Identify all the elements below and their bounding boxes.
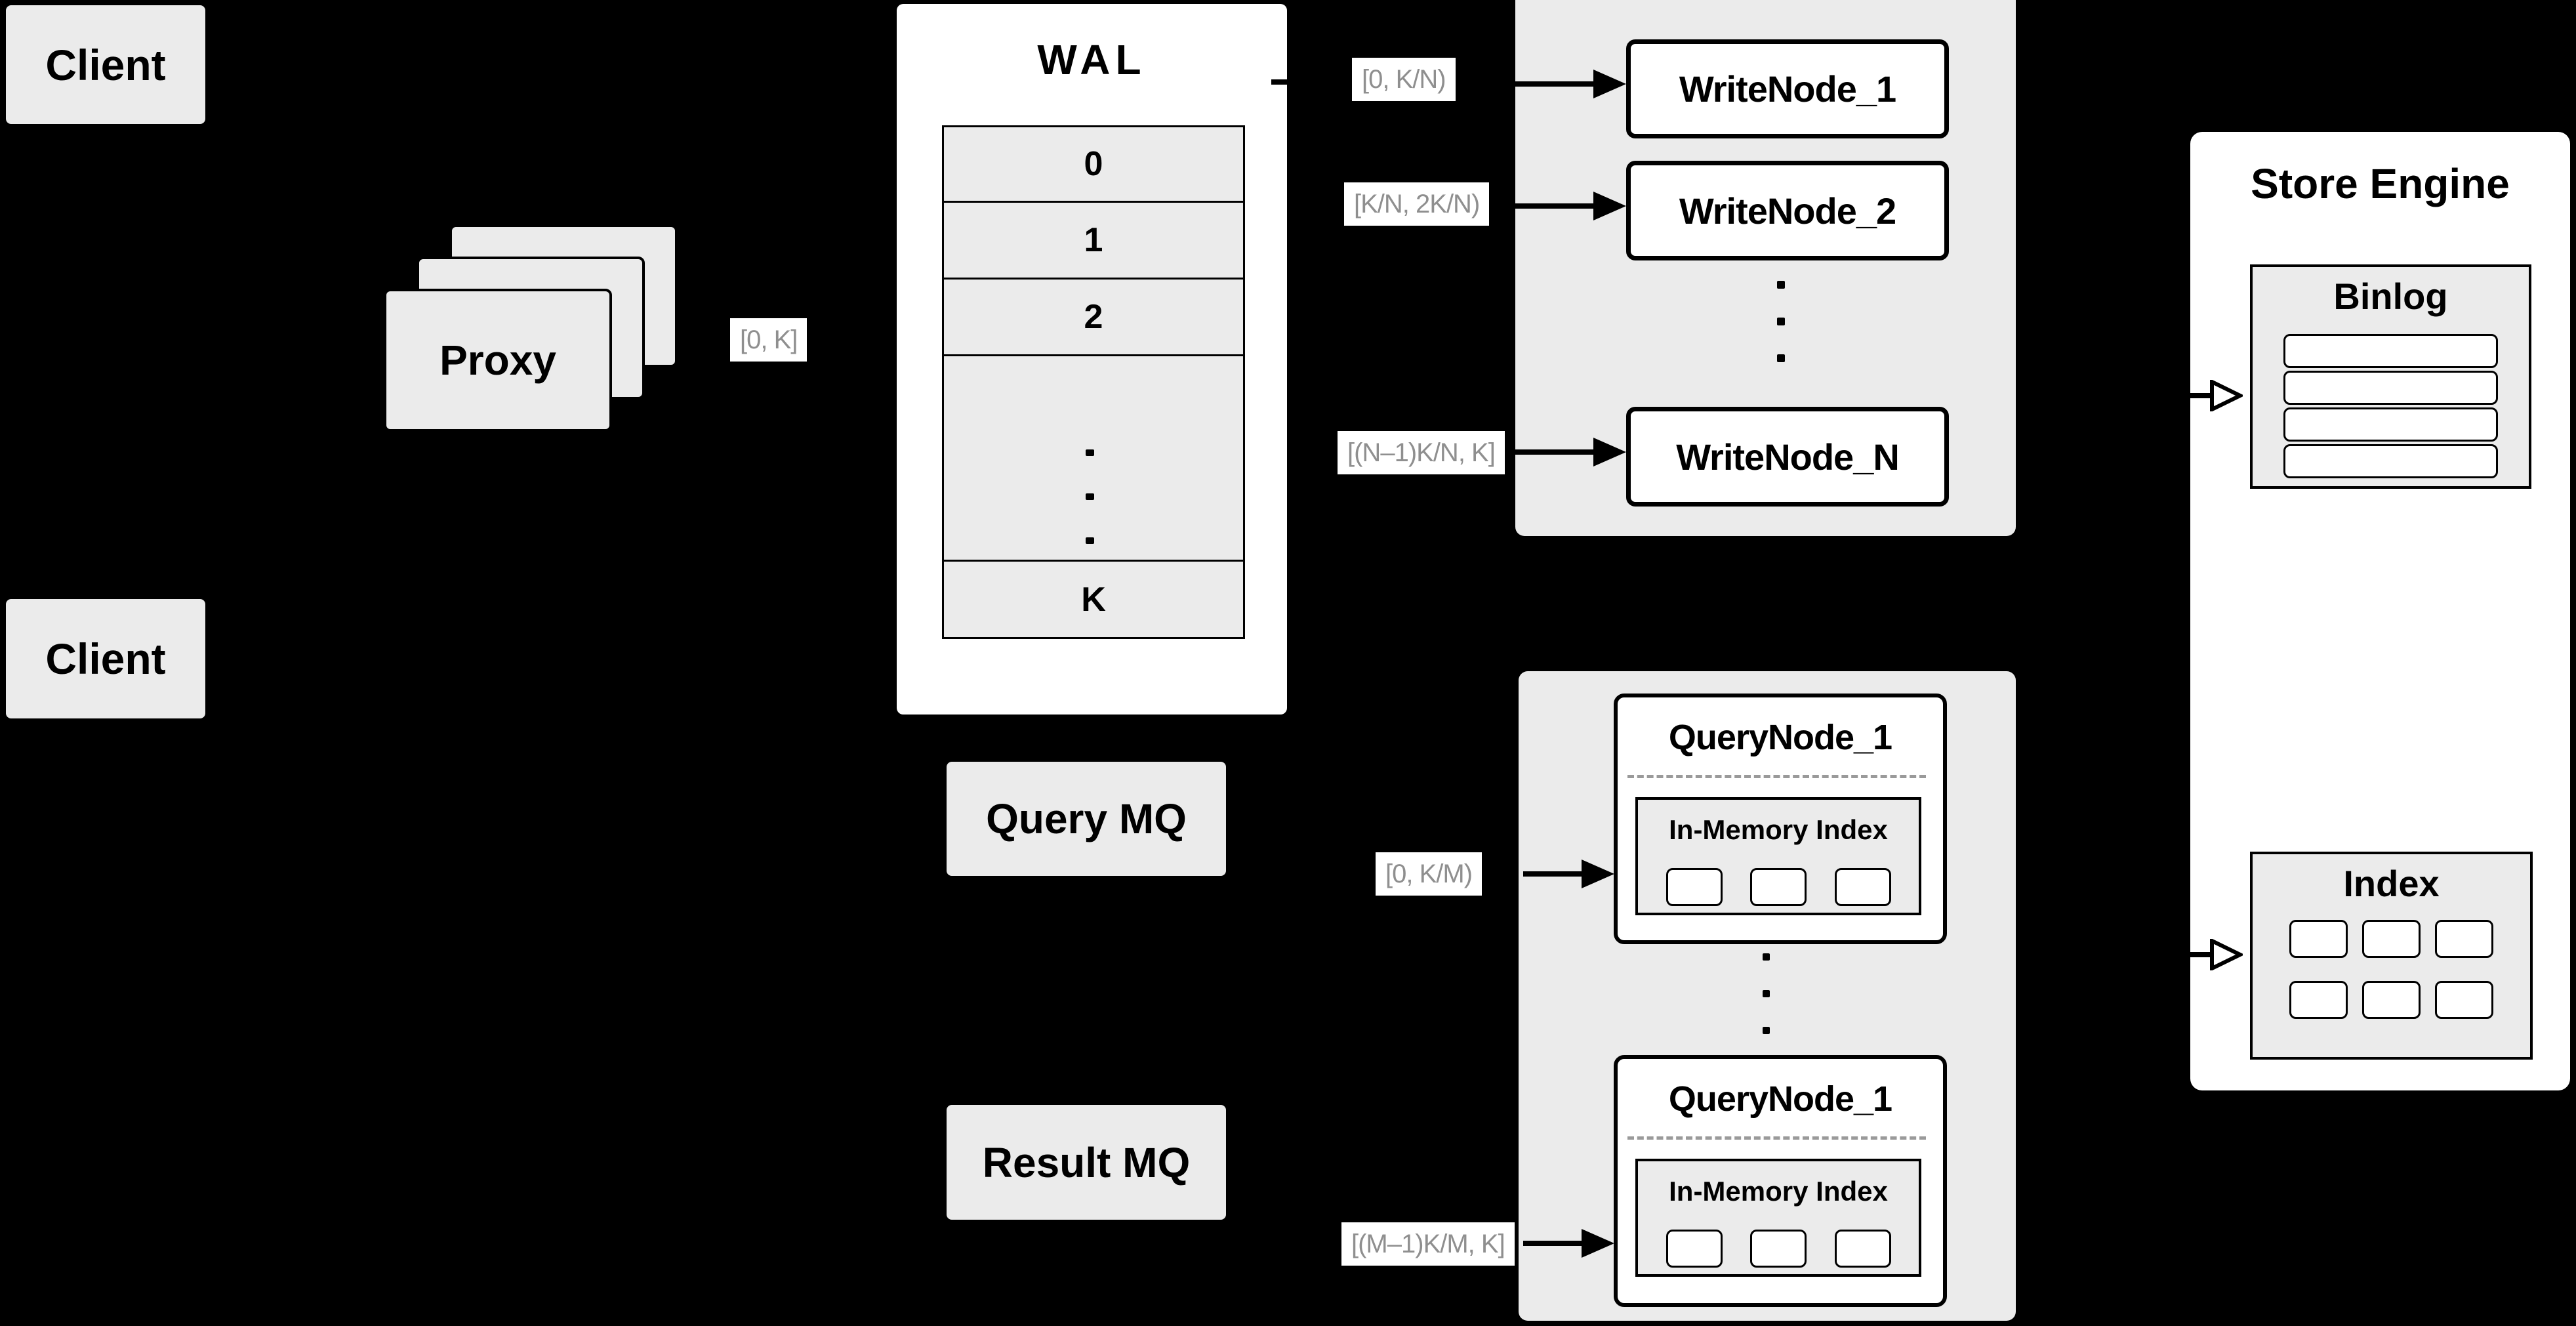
index-cell xyxy=(2362,981,2421,1019)
segment-cell xyxy=(1750,1230,1807,1268)
range-chip-writenode-n: [(N–1)K/N, K] xyxy=(1338,431,1505,474)
proxy-card-front: Proxy xyxy=(384,289,612,432)
write-node-2: WriteNode_2 xyxy=(1626,161,1949,260)
divider-dashed xyxy=(1627,775,1926,778)
query-node-1-label: QueryNode_1 xyxy=(1668,718,1892,757)
client-bottom-label: Client xyxy=(45,634,166,683)
in-memory-index-box-2: In-Memory Index xyxy=(1635,1159,1921,1277)
segment-cell xyxy=(1750,868,1807,906)
range-chip-writenode-2: [K/N, 2K/N) xyxy=(1344,182,1490,226)
index-cell xyxy=(2435,981,2493,1019)
arrow-line-querynode-m xyxy=(1523,1241,1582,1246)
segment-cell xyxy=(1834,1230,1891,1268)
client-box-top: Client xyxy=(6,5,205,124)
arrow-head-querynode-m-icon xyxy=(1582,1229,1614,1258)
write-node-n: WriteNode_N xyxy=(1626,407,1949,507)
arrow-line-writenode-2 xyxy=(1515,203,1594,209)
segment-cell xyxy=(1834,868,1891,906)
index-cell xyxy=(2362,920,2421,958)
range-chip-proxy-out: [0, K] xyxy=(730,318,808,362)
range-chip-writenode-1: [0, K/N) xyxy=(1352,58,1456,101)
segment-cells xyxy=(1638,868,1919,906)
binlog-box: Binlog xyxy=(2250,264,2531,489)
arrow-line-index xyxy=(2190,952,2214,957)
index-cell xyxy=(2289,920,2348,958)
arrow-head-querynode-1-icon xyxy=(1582,860,1614,888)
query-mq-box: Query MQ xyxy=(947,762,1226,876)
wal-title: WAL xyxy=(1037,36,1147,83)
index-box: Index xyxy=(2250,852,2533,1060)
arrow-line-writenode-n xyxy=(1515,449,1594,455)
wal-row-2: 2 xyxy=(944,280,1243,356)
arrow-head-writenode-2-icon xyxy=(1593,192,1626,220)
arrow-head-writenode-1-icon xyxy=(1593,70,1626,98)
range-chip-querynode-m: [(M–1)K/M, K] xyxy=(1341,1222,1515,1266)
range-chip-querynode-1: [0, K/M) xyxy=(1376,852,1482,896)
hollow-arrow-index-icon xyxy=(2210,939,2243,970)
query-node-1: QueryNode_1 In-Memory Index xyxy=(1614,694,1947,944)
query-node-m: QueryNode_1 In-Memory Index xyxy=(1614,1055,1947,1307)
wal-row-1: 1 xyxy=(944,203,1243,280)
binlog-row xyxy=(2283,407,2498,442)
index-cell xyxy=(2289,981,2348,1019)
index-cell xyxy=(2435,920,2493,958)
binlog-row xyxy=(2283,371,2498,405)
client-box-bottom: Client xyxy=(6,599,205,718)
arrow-head-writenode-n-icon xyxy=(1593,438,1626,466)
result-mq-box: Result MQ xyxy=(947,1105,1226,1220)
store-engine-panel: Store Engine Binlog Index xyxy=(2190,132,2570,1090)
segment-cell xyxy=(1666,868,1723,906)
segment-cells xyxy=(1638,1230,1919,1268)
binlog-rows xyxy=(2283,334,2498,478)
arrow-line-binlog xyxy=(2190,393,2214,398)
index-cells-row-2 xyxy=(2289,981,2493,1019)
result-mq-label: Result MQ xyxy=(982,1138,1191,1186)
hollow-arrow-binlog-icon xyxy=(2210,380,2243,411)
divider-dashed xyxy=(1627,1136,1926,1140)
proxy-label: Proxy xyxy=(440,337,556,384)
binlog-row xyxy=(2283,334,2498,368)
segment-cell xyxy=(1666,1230,1723,1268)
wal-row-k: K xyxy=(1081,580,1106,619)
in-memory-index-box-1: In-Memory Index xyxy=(1635,797,1921,915)
write-node-1: WriteNode_1 xyxy=(1626,39,1949,138)
query-node-m-label: QueryNode_1 xyxy=(1668,1079,1892,1119)
wal-outgoing-line-stub xyxy=(1271,79,1287,85)
arrow-line-writenode-1 xyxy=(1515,81,1594,87)
wal-panel: WAL 0 1 2 K xyxy=(897,4,1287,715)
binlog-row xyxy=(2283,444,2498,478)
wal-table: 0 1 2 K xyxy=(942,125,1245,639)
arrow-line-querynode-1 xyxy=(1523,871,1582,877)
store-engine-title: Store Engine xyxy=(2251,160,2510,207)
index-cells-row-1 xyxy=(2289,920,2493,958)
client-top-label: Client xyxy=(45,40,166,89)
wal-row-ellipsis xyxy=(944,356,1243,562)
query-mq-label: Query MQ xyxy=(986,795,1187,842)
wal-row-0: 0 xyxy=(944,127,1243,203)
